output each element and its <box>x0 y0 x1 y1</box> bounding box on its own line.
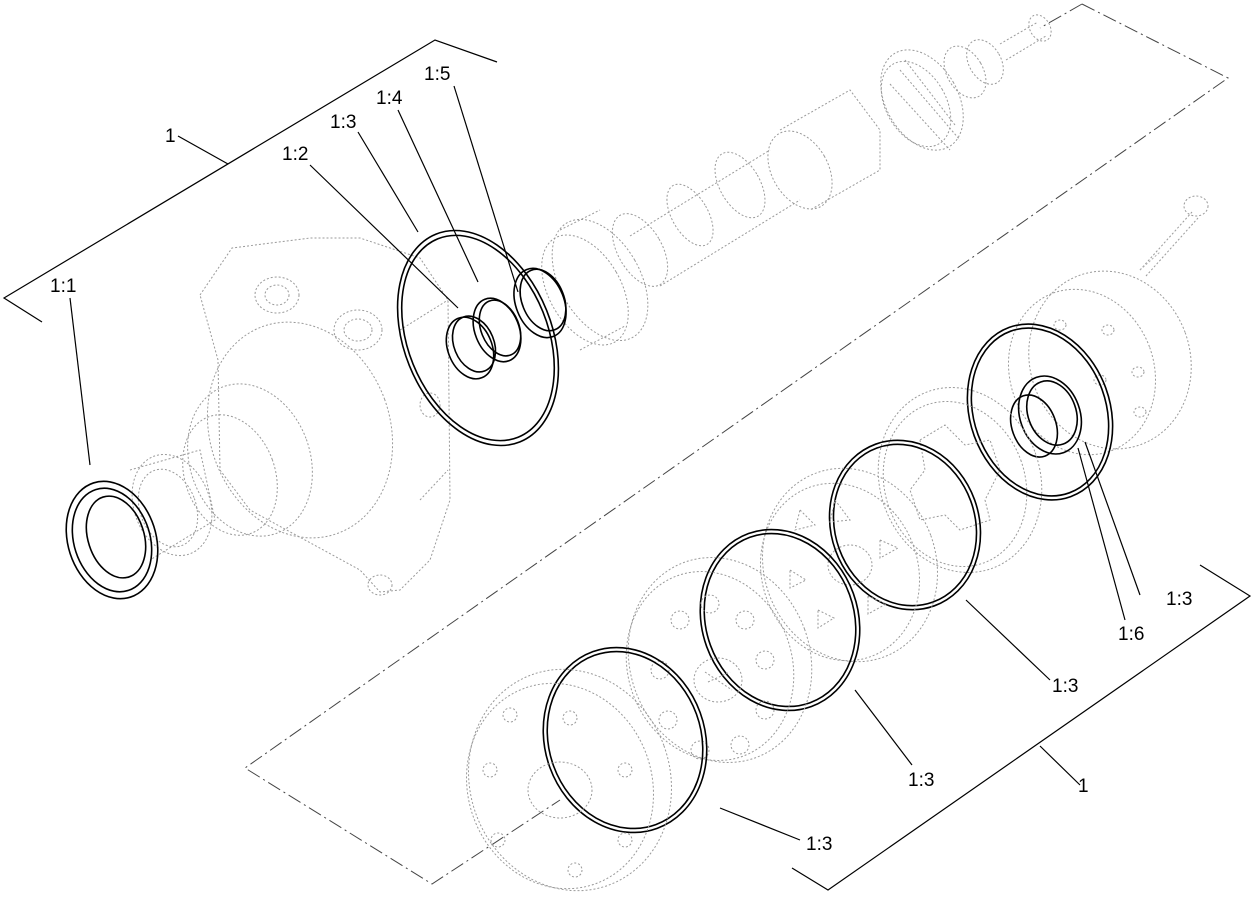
label-oring-1-3-top: 1:3 <box>330 112 356 133</box>
oring-1-3-right <box>966 323 1114 501</box>
label-ring-1-6: 1:6 <box>1118 624 1144 645</box>
label-ring-1-4: 1:4 <box>376 88 403 109</box>
motor-housing <box>129 237 451 596</box>
end-cap <box>1007 270 1192 456</box>
front-plate <box>466 668 672 892</box>
label-ring-1-5: 1:5 <box>424 64 450 85</box>
label-assembly-lower: 1 <box>1078 776 1089 797</box>
label-assembly-upper: 1 <box>165 126 176 147</box>
oring-1-3-lower <box>699 528 861 712</box>
distributor-plate <box>625 557 813 763</box>
lower-group-outline <box>244 3 1229 885</box>
oring-1-3-mid <box>828 439 982 611</box>
label-oring-1-3-lower: 1:3 <box>908 770 934 791</box>
label-ring-1-2: 1:2 <box>282 144 308 165</box>
oring-1-3-top <box>396 229 560 447</box>
ring-1-2 <box>445 316 495 380</box>
bolt <box>1139 195 1209 277</box>
label-oring-1-3-right: 1:3 <box>1166 589 1192 610</box>
lower-assembly-bracket <box>791 564 1252 891</box>
upper-seals <box>65 229 567 600</box>
label-seal-1-1: 1:1 <box>50 276 76 297</box>
right-seals <box>966 323 1114 501</box>
oring-1-3-bottom <box>542 646 708 834</box>
callout-labels: 1 1:1 1:2 1:3 1:4 1:5 1:6 1:3 1:3 1:3 1:… <box>50 64 1192 855</box>
shaft-assembly <box>541 14 1052 351</box>
ring-1-6 <box>1017 375 1083 455</box>
label-oring-1-3-bottom: 1:3 <box>806 834 832 855</box>
shaft-seal-1-1 <box>65 480 159 600</box>
upper-assembly-bracket <box>2 39 498 323</box>
ring-1-5 <box>513 267 567 339</box>
label-oring-1-3-mid: 1:3 <box>1052 676 1078 697</box>
gerotor-plate <box>877 387 1043 573</box>
valve-plate <box>760 467 938 663</box>
leader-lines <box>69 85 1141 841</box>
